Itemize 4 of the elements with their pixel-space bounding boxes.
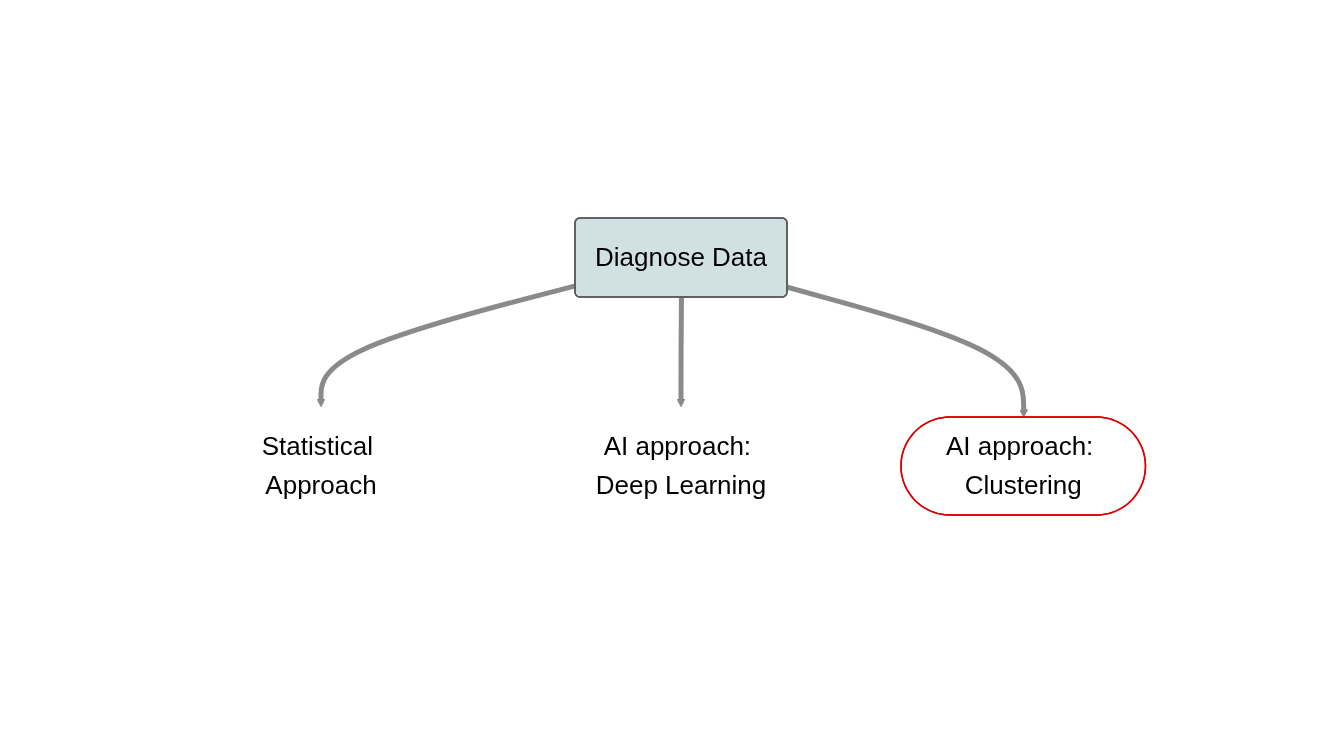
node-text: AI approach: Deep Learning [595, 431, 767, 500]
node-text: Statistical Approach [261, 431, 377, 500]
arrow [786, 284, 1028, 418]
arrow [676, 297, 686, 408]
